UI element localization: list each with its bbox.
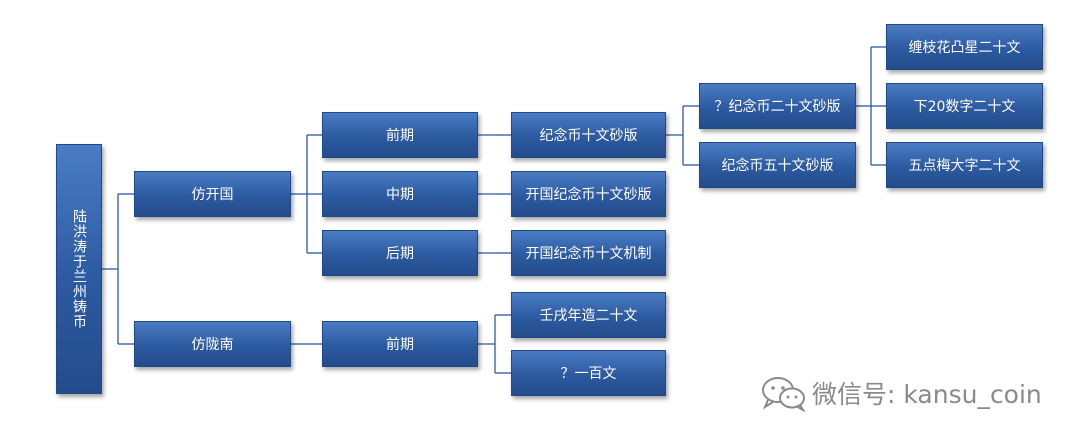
node-longnan-early: 前期	[322, 321, 478, 367]
node-label: 开国纪念币十文机制	[525, 246, 652, 262]
wechat-icon	[762, 377, 806, 412]
node-label: 中期	[386, 187, 414, 203]
node-label: 开国纪念币十文砂版	[525, 187, 652, 203]
node-vine-flower-star-20: 缠枝花凸星二十文	[886, 24, 1043, 70]
node-label: 前期	[386, 337, 414, 353]
node-fang-kaiguo: 仿开国	[134, 171, 291, 217]
node-label: 仿开国	[191, 187, 234, 203]
node-label: 前期	[386, 128, 414, 144]
node-five-plum-large-20: 五点梅大字二十文	[886, 142, 1043, 188]
node-label: 后期	[386, 246, 414, 262]
node-unknown-100: ？一百文	[511, 350, 666, 396]
node-label: 五点梅大字二十文	[908, 158, 1021, 174]
node-label: 下20数字二十文	[913, 99, 1016, 115]
watermark-text: 微信号: kansu_coin	[812, 380, 1042, 409]
watermark: 微信号: kansu_coin	[758, 374, 1042, 412]
node-label: 纪念币五十文砂版	[721, 158, 834, 174]
node-fang-longnan: 仿陇南	[134, 321, 291, 367]
node-label: 壬戌年造二十文	[539, 308, 638, 324]
node-root: 陆洪涛于兰州铸币	[56, 144, 102, 394]
node-label: 缠枝花凸星二十文	[908, 40, 1021, 56]
node-kaiguo-late: 后期	[322, 230, 478, 276]
node-renxu-20: 壬戌年造二十文	[511, 292, 666, 338]
node-kaiguo-early: 前期	[322, 112, 478, 158]
node-label: 纪念币十文砂版	[539, 128, 638, 144]
node-kaiguo-10-sand: 开国纪念币十文砂版	[511, 171, 666, 217]
node-lower-20-digit: 下20数字二十文	[886, 83, 1043, 129]
node-label: ？一百文	[560, 366, 617, 382]
node-kaiguo-10-machine: 开国纪念币十文机制	[511, 230, 666, 276]
node-commemorative-10-sand: 纪念币十文砂版	[511, 112, 666, 158]
node-commemorative-50-sand: 纪念币五十文砂版	[699, 142, 856, 188]
node-commemorative-20-sand: ？纪念币二十文砂版	[699, 83, 856, 129]
node-root-label: 陆洪涛于兰州铸币	[71, 209, 87, 329]
node-label: ？纪念币二十文砂版	[714, 99, 841, 115]
node-label: 仿陇南	[191, 337, 234, 353]
node-kaiguo-middle: 中期	[322, 171, 478, 217]
